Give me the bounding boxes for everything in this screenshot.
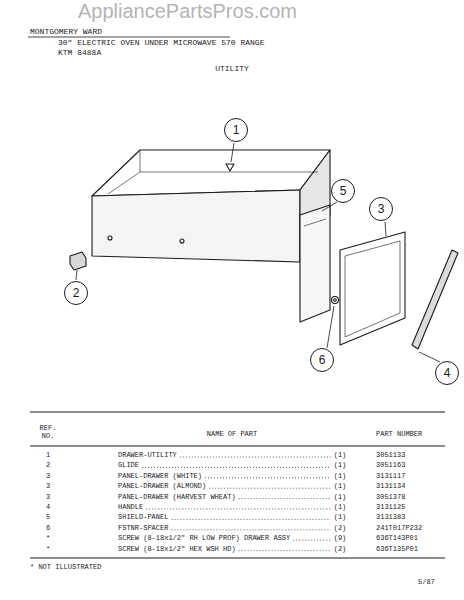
callout-number: 1 [233,123,240,137]
part-name: GLIDE [118,461,139,469]
shield-panel [300,205,330,322]
callout-number: 3 [378,202,385,216]
dot-leader [142,467,331,468]
quantity: (9) [334,534,347,542]
model-number: KTM 8488A [58,48,101,57]
ref-number: 3 [46,482,50,490]
quantity: (1) [334,493,347,501]
ref-number: * [46,534,50,542]
dot-leader [239,498,331,499]
ref-number: 1 [46,451,50,459]
part-name: PANEL-DRAWER (HARVEST WHEAT) [118,493,236,501]
dot-leader [209,488,330,489]
spacer-part [334,299,337,302]
part-name: FSTNR-SPACER [118,524,168,532]
drawer-panel [340,232,405,345]
part-name: SHIELD-PANEL [118,513,168,521]
leader-line [76,270,77,280]
dot-leader [180,457,331,458]
ref-number: 3 [46,493,50,501]
glide-part [70,252,86,270]
part-number: 241T017P232 [376,524,422,532]
dot-leader [239,550,331,551]
table-rule [30,557,445,558]
quantity: (1) [334,451,347,459]
ref-number: 5 [46,513,50,521]
part-number: 3131125 [376,503,405,511]
brand-header: MONTGOMERY WARD [30,27,102,36]
callout-circle: 1 [224,118,248,142]
drawer-inner-edge [140,150,318,172]
part-name: PANEL-DRAWER (ALMOND) [118,482,206,490]
ref-number: 2 [46,461,50,469]
part-number: 3131383 [376,513,405,521]
leader-line [231,143,234,162]
dot-leader [205,477,331,478]
callout-number: 2 [73,286,80,300]
leader-line [419,352,440,362]
drawer-inner-edge [108,172,140,194]
quantity: (1) [334,461,347,469]
leader-line [385,222,386,236]
quantity: (1) [334,503,347,511]
part-name: PANEL-DRAWER (WHITE) [118,472,202,480]
table-rule [30,445,445,446]
part-name: SCREW (8-18x1/2" RH LOW PROF) DRAWER ASS… [118,534,290,542]
drawer-rim [92,150,330,196]
leader-line [327,306,334,348]
part-name: DRAWER-UTILITY [118,451,177,459]
drawer-hole [180,239,184,243]
ref-number: * [46,545,50,553]
part-number: 636T143P01 [376,534,418,542]
ref-number: 3 [46,472,50,480]
watermark: AppliancePartsPros.com [78,0,297,23]
callout-number: 4 [444,366,451,380]
callout-circle: 4 [435,361,459,385]
callout-number: 6 [319,353,326,367]
part-number: 3051133 [376,451,405,459]
quantity: (1) [334,472,347,480]
column-header: REF. NO. [35,424,61,440]
panel-edge [304,219,326,226]
column-header: NAME OF PART [207,430,257,438]
callout-circle: 3 [369,197,393,221]
part-name: SCREW (8-18x1/2" HEX WSH HD) [118,545,236,553]
header-rule [28,37,230,38]
part-number: 3051378 [376,493,405,501]
callout-circle: 5 [331,179,355,203]
leader-line [322,202,337,211]
column-header: PART NUMBER [376,430,422,438]
part-number: 636T135P01 [376,545,418,553]
callout-number: 5 [340,184,347,198]
quantity: (1) [334,513,347,521]
quantity: (1) [334,482,347,490]
part-number: 3131134 [376,482,405,490]
table-rule [30,411,445,412]
drawer-front-face [92,190,300,262]
callout-circle: 6 [310,348,334,372]
ref-number: 4 [46,503,50,511]
ref-number: 6 [46,524,50,532]
dot-leader [293,540,330,541]
spacer-part [332,297,339,304]
drawer-panel-inset [345,241,400,337]
date-code: 5/87 [418,578,435,586]
quantity: (2) [334,545,347,553]
handle-bar [412,250,458,349]
footnote: * NOT ILLUSTRATED [30,563,101,571]
dot-leader [146,509,330,510]
dot-leader [171,529,330,530]
drawer-hole [108,236,112,240]
part-number: 3051163 [376,461,405,469]
model-description: 30" ELECTRIC OVEN UNDER MICROWAVE 570 RA… [58,38,264,47]
screw-symbol [226,164,234,171]
part-name: HANDLE [118,503,143,511]
section-title: UTILITY [215,64,249,73]
quantity: (2) [334,524,347,532]
dot-leader [171,519,330,520]
part-number: 3131117 [376,472,405,480]
callout-circle: 2 [64,281,88,305]
